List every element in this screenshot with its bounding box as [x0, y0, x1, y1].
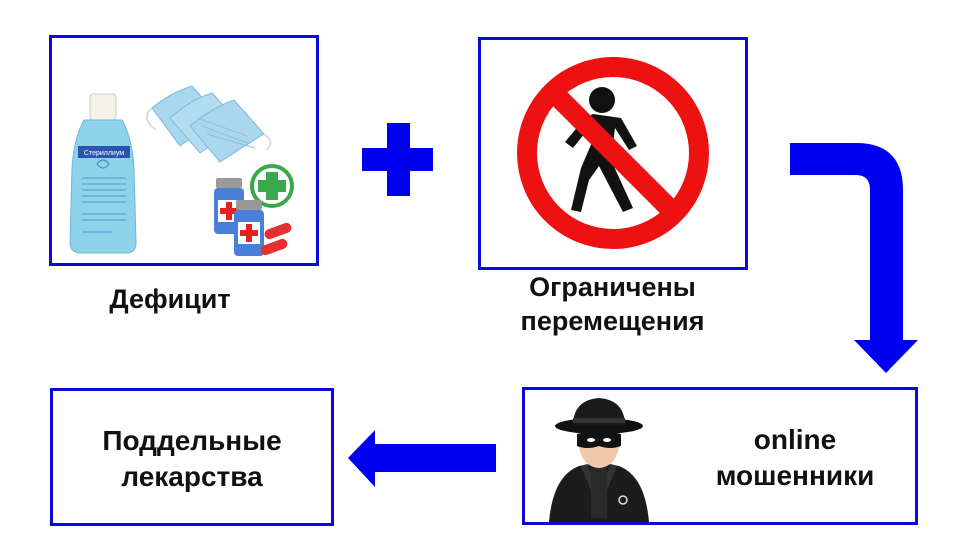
deficit-caption: Дефицит: [109, 284, 231, 314]
online-fraudsters-box: online мошенники: [522, 387, 918, 525]
face-masks-icon: [145, 85, 272, 163]
bent-down-arrow-icon: [790, 143, 918, 373]
label-line-2: мошенники: [715, 460, 875, 491]
caption-line-2: перемещения: [520, 306, 705, 336]
restricted-movement-image-box: [478, 37, 748, 270]
masked-spy-icon: [549, 398, 649, 522]
svg-text:Стериллиум: Стериллиум: [84, 150, 124, 157]
no-pedestrians-sign-icon: [517, 57, 709, 249]
restricted-movement-caption: Ограничены перемещения: [470, 270, 755, 338]
label-line-1: Поддельные: [102, 425, 282, 456]
left-arrow-icon: [348, 430, 496, 487]
label-line-2: лекарства: [121, 461, 263, 492]
plus-icon: [362, 123, 433, 196]
fake-drugs-box: Поддельные лекарства: [50, 388, 334, 526]
online-fraudsters-label: online мошенники: [675, 422, 915, 494]
fake-drugs-label: Поддельные лекарства: [53, 423, 331, 495]
caption-line-1: Ограничены: [529, 272, 696, 302]
label-line-1: online: [753, 424, 837, 455]
deficit-image-box: Стериллиум: [49, 35, 319, 266]
hand-sanitizer-icon: Стериллиум: [69, 93, 137, 254]
medicine-bottles-icon: [214, 164, 294, 256]
medical-supplies-icon: Стериллиум: [69, 85, 294, 256]
